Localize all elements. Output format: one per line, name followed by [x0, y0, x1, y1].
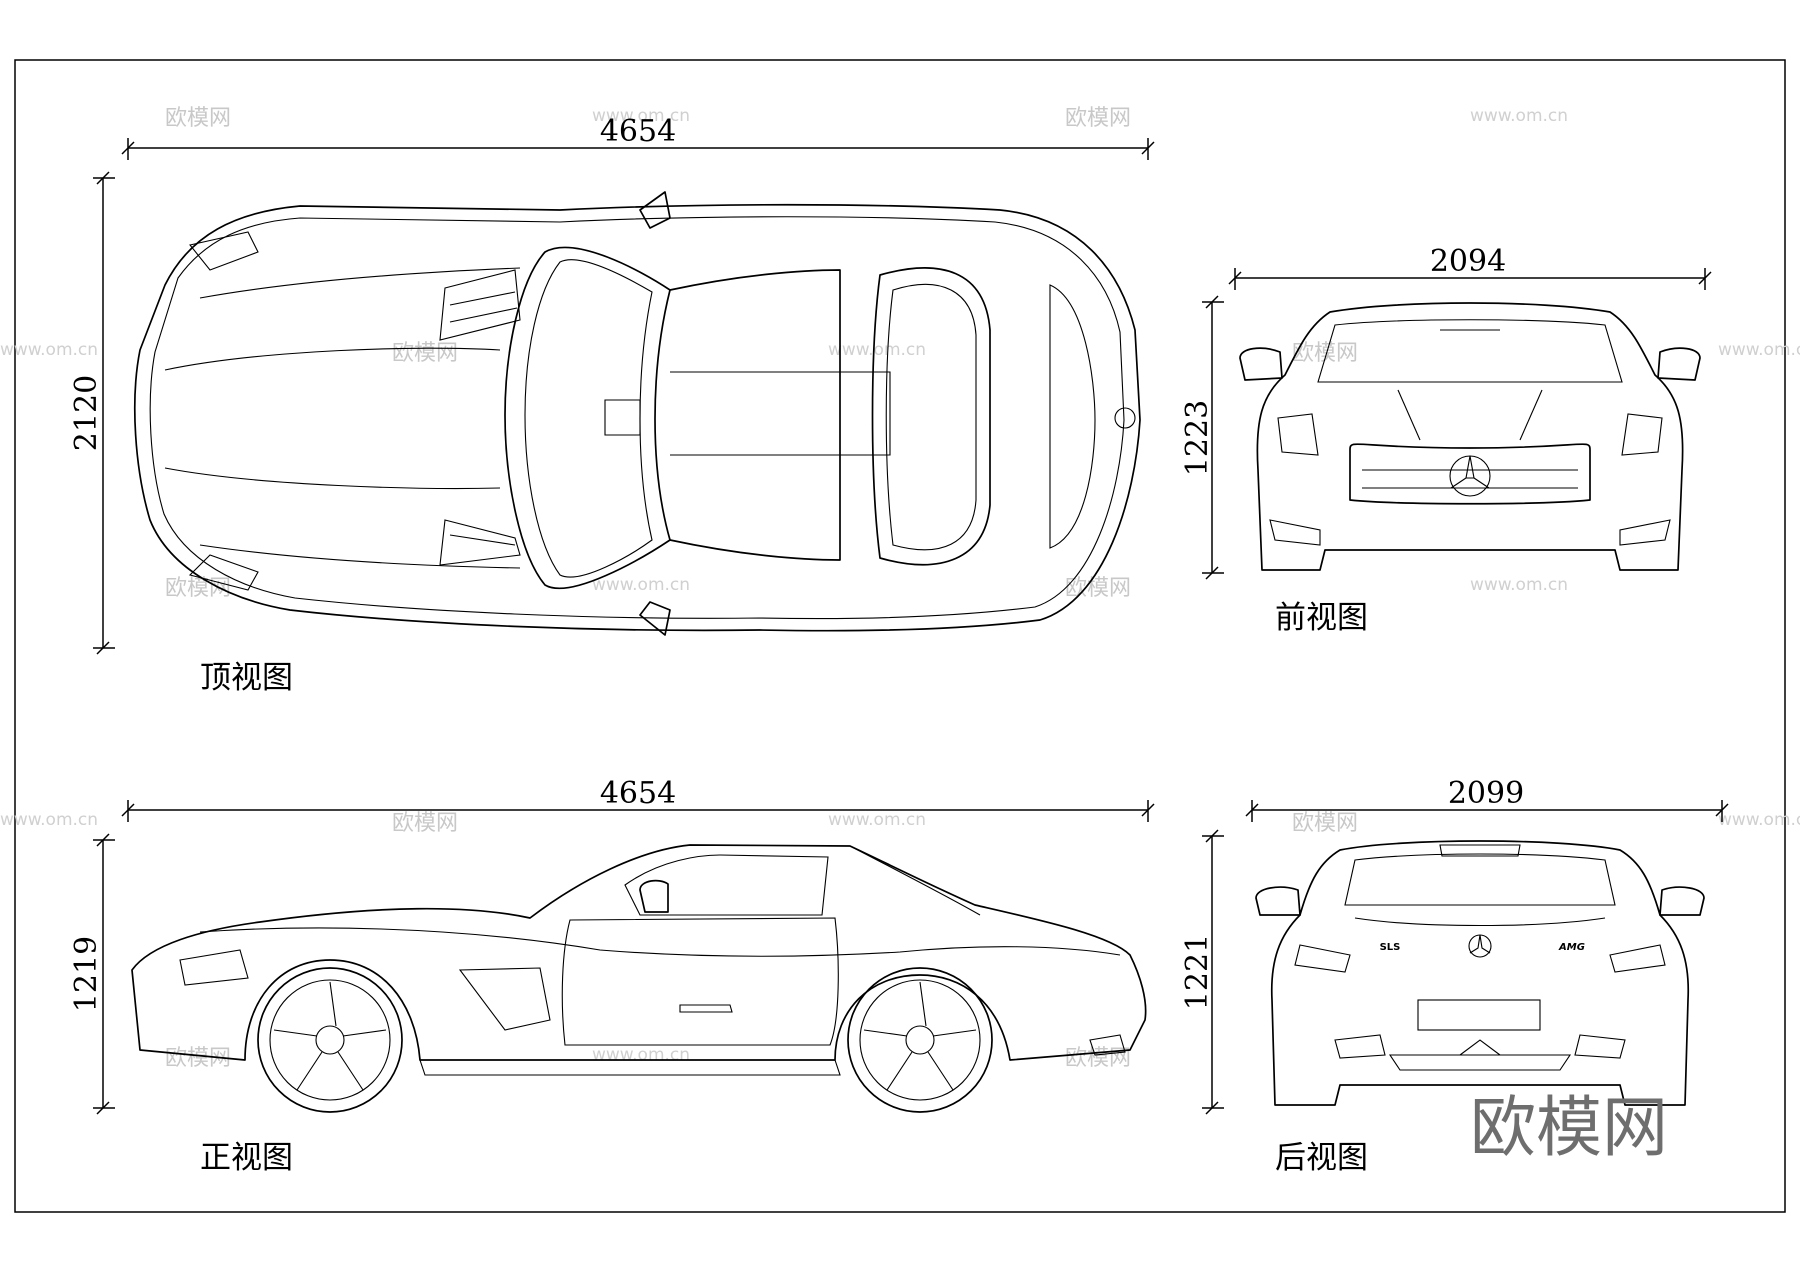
- watermark-logo-text: 欧模网: [1065, 106, 1131, 131]
- watermark-url-text: www.om.cn: [1718, 810, 1800, 830]
- watermark-logo-text: 欧模网: [1292, 811, 1358, 836]
- watermark-url-text: www.om.cn: [592, 575, 690, 595]
- side-length-dimension: 4654: [121, 776, 1155, 822]
- watermark-url-text: www.om.cn: [0, 810, 98, 830]
- watermark-url-text: www.om.cn: [828, 340, 926, 360]
- rear-brand-badge: AMG: [1558, 942, 1585, 953]
- watermark-tiles: 欧模网 www.om.cn 欧模网 www.om.cn www.om.cn 欧模…: [0, 106, 1800, 1071]
- watermark-logo-text: 欧模网: [165, 106, 231, 131]
- rear-height-value: 1221: [1180, 934, 1215, 1010]
- watermark-logo-text: 欧模网: [392, 811, 458, 836]
- side-height-value: 1219: [69, 936, 104, 1012]
- front-width-value: 2094: [1430, 244, 1506, 279]
- top-length-value: 4654: [600, 114, 676, 149]
- watermark-logo-text: 欧模网: [165, 1046, 231, 1071]
- watermark-url-text: www.om.cn: [828, 810, 926, 830]
- sheet-border: [14, 59, 1786, 1213]
- rear-view-label: 后视图: [1275, 1140, 1368, 1176]
- side-car-drawing: [131, 844, 1147, 1113]
- top-view: 4654 2120: [69, 114, 1155, 696]
- watermark-url-text: www.om.cn: [592, 1045, 690, 1065]
- watermark-url-text: www.om.cn: [592, 106, 690, 126]
- side-view-label: 正视图: [200, 1140, 293, 1176]
- rear-height-dimension: 1221: [1180, 829, 1224, 1115]
- watermark-logo-text: 欧模网: [392, 341, 458, 366]
- side-height-dimension: 1219: [69, 833, 115, 1115]
- top-view-label: 顶视图: [200, 660, 293, 696]
- watermark-logo-text: 欧模网: [1065, 1046, 1131, 1071]
- front-width-dimension: 2094: [1228, 244, 1712, 290]
- front-car-drawing: [1239, 302, 1701, 571]
- front-view: 2094 1223: [1180, 244, 1712, 636]
- rear-model-badge: SLS: [1380, 942, 1401, 953]
- side-length-value: 4654: [600, 776, 676, 811]
- watermark-url-text: www.om.cn: [1718, 340, 1800, 360]
- watermark-logo: 欧模网: [1470, 1089, 1668, 1166]
- side-view: 4654 1219: [69, 776, 1155, 1176]
- top-width-value: 2120: [69, 375, 104, 451]
- watermark-logo-text: 欧模网: [1065, 576, 1131, 601]
- rear-car-drawing: SLS AMG: [1255, 840, 1705, 1106]
- front-height-value: 1223: [1180, 400, 1215, 476]
- rear-width-dimension: 2099: [1245, 776, 1729, 822]
- watermark-url-text: www.om.cn: [1470, 106, 1568, 126]
- top-car-drawing: [133, 191, 1141, 636]
- front-height-dimension: 1223: [1180, 295, 1224, 580]
- front-view-label: 前视图: [1275, 600, 1368, 636]
- rear-width-value: 2099: [1448, 776, 1524, 811]
- watermark-url-text: www.om.cn: [0, 340, 98, 360]
- top-length-dimension: 4654: [121, 114, 1155, 160]
- watermark-url-text: www.om.cn: [1470, 575, 1568, 595]
- top-width-dimension: 2120: [69, 171, 115, 655]
- rear-view: 2099 1221 SLS AMG: [1180, 776, 1729, 1176]
- watermark-logo-text: 欧模网: [1292, 341, 1358, 366]
